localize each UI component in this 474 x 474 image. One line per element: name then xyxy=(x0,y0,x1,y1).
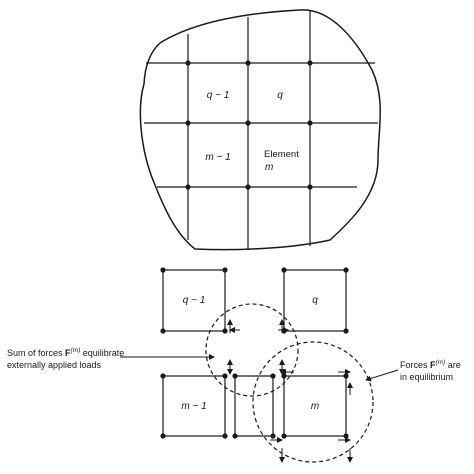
element-q xyxy=(283,269,347,332)
connector-lines xyxy=(234,375,274,437)
left-annotation-text-post: equilibrate xyxy=(80,348,124,358)
right-annotation-text-pre: Forces xyxy=(400,360,430,370)
force-arrows xyxy=(227,319,353,463)
right-annotation-line-1: Forces F(m) are xyxy=(400,359,461,370)
bottom-label-m-minus-1: m − 1 xyxy=(181,401,206,412)
top-label-q: q xyxy=(277,90,283,101)
top-label-m-minus-1: m − 1 xyxy=(205,152,230,163)
right-annotation-text-post: are xyxy=(445,360,461,370)
exploded-elements-figure xyxy=(120,269,399,463)
exploded-nodes xyxy=(160,267,349,439)
right-annotation-line-2: in equilibrium xyxy=(400,372,453,382)
bottom-label-m: m xyxy=(311,401,319,412)
element-m-minus-1 xyxy=(162,375,226,437)
left-annotation-superscript: (m) xyxy=(71,347,81,354)
equilibrium-circle-left xyxy=(205,303,299,397)
mesh-grid-lines xyxy=(144,10,378,250)
bottom-label-q-minus-1: q − 1 xyxy=(183,295,206,306)
right-annotation-force-symbol: F xyxy=(430,360,436,370)
top-label-q-minus-1: q − 1 xyxy=(207,90,230,101)
element-q-minus-1 xyxy=(162,269,226,332)
right-annotation-superscript: (m) xyxy=(436,359,446,366)
top-mesh-figure xyxy=(139,9,381,251)
right-annotation-leader xyxy=(365,369,399,382)
body-boundary xyxy=(139,9,381,251)
left-annotation-line-2: externally applied loads xyxy=(7,360,102,370)
left-annotation-line-1: Sum of forces F(m) equilibrate xyxy=(7,347,124,358)
bottom-label-q: q xyxy=(312,295,318,306)
element-m xyxy=(283,375,347,437)
top-label-m: m xyxy=(265,162,273,173)
equilibrium-circle-right xyxy=(252,341,374,463)
top-label-element: Element xyxy=(264,149,299,160)
mesh-nodes xyxy=(185,60,313,190)
left-annotation-text-pre: Sum of forces xyxy=(7,348,65,358)
left-annotation-force-symbol: F xyxy=(65,348,71,358)
